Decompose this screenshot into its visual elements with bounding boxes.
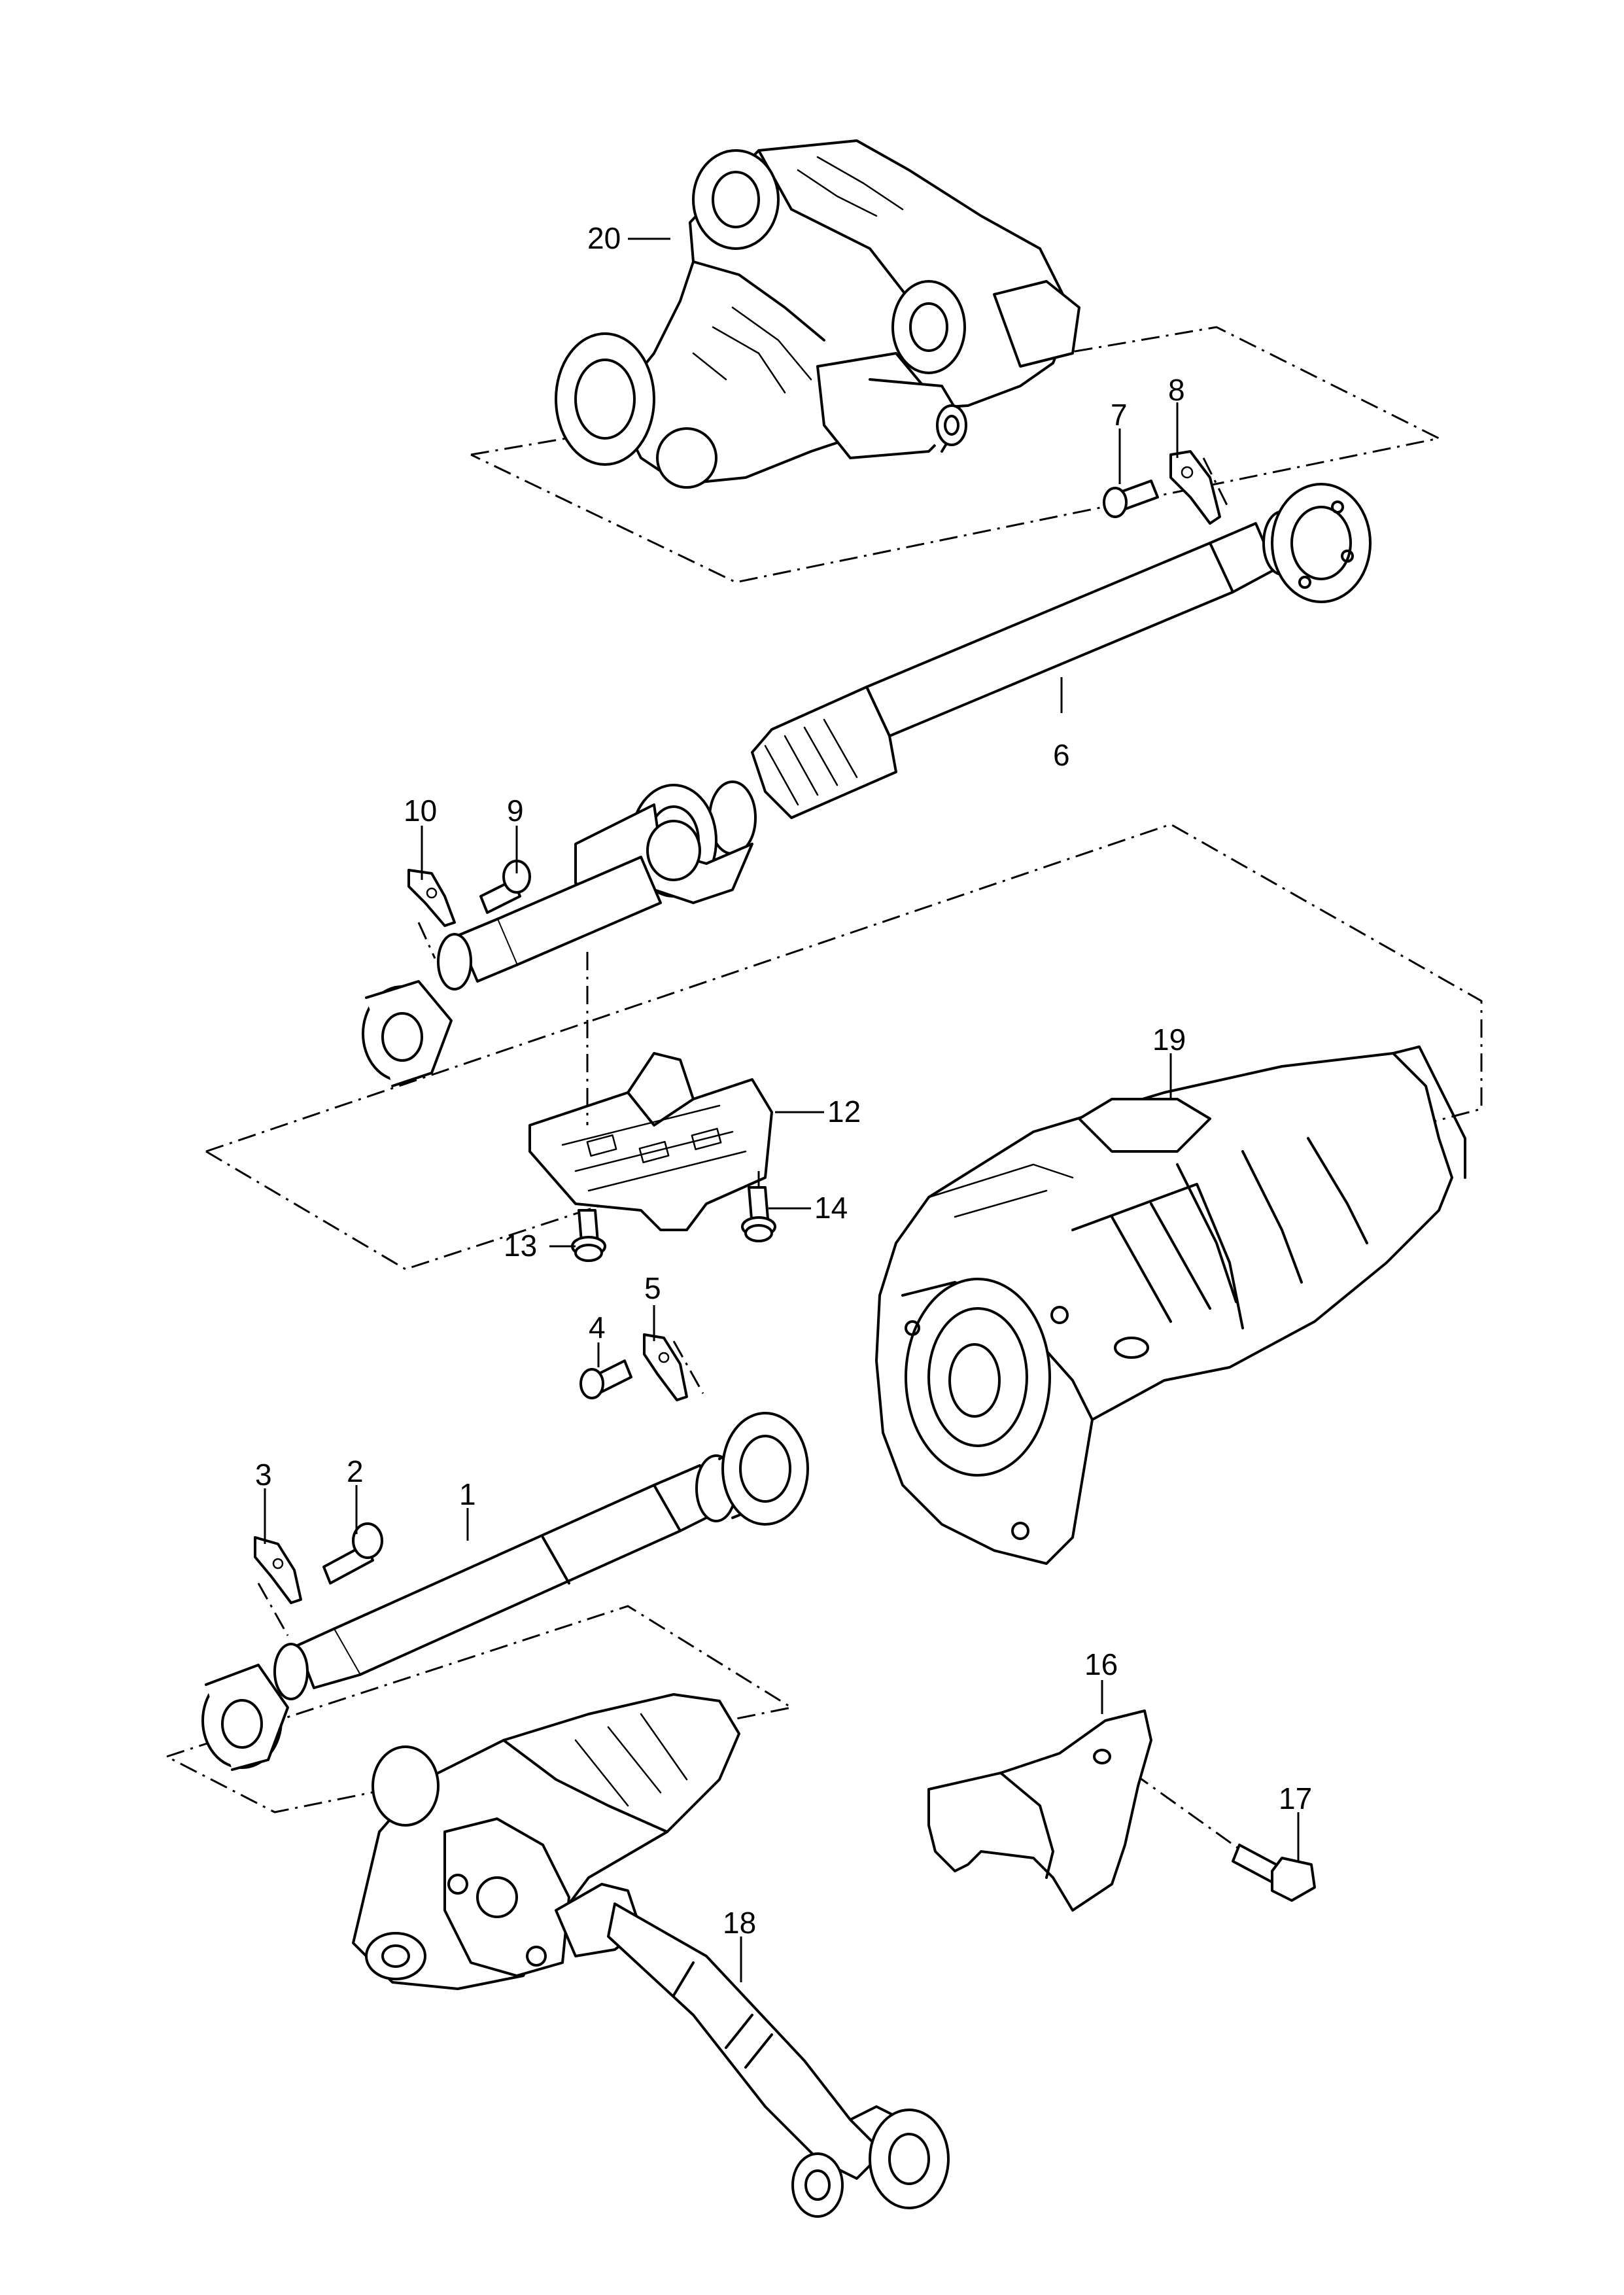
callout-10: 10 [404, 794, 437, 828]
callout-16: 16 [1084, 1647, 1118, 1681]
callout-3: 3 [255, 1458, 272, 1492]
callout-6: 6 [1053, 738, 1070, 772]
mounting-bracket[interactable] [528, 1052, 773, 1231]
assembly-guide-lines [257, 457, 1243, 1853]
callout-8: 8 [1168, 373, 1185, 407]
front-differential[interactable] [352, 1693, 950, 2218]
leader-lines [264, 237, 1300, 1982]
assembly-outline-rear-axle [470, 326, 1442, 584]
lock-plate-10[interactable] [407, 869, 456, 927]
callout-17: 17 [1279, 1781, 1312, 1815]
bolt-4[interactable] [579, 1359, 632, 1399]
lock-plate-3[interactable] [254, 1536, 302, 1604]
callout-1: 1 [459, 1477, 476, 1511]
callout-9: 9 [507, 794, 524, 828]
callouts: 20 6 7 8 9 10 12 13 14 4 5 2 3 1 19 16 1… [255, 221, 1312, 1940]
callout-20: 20 [587, 221, 621, 255]
bolt-9[interactable] [479, 860, 531, 914]
bolt-2[interactable] [322, 1522, 383, 1585]
callout-14: 14 [814, 1191, 848, 1225]
callout-4: 4 [589, 1310, 606, 1344]
callout-12: 12 [827, 1095, 861, 1129]
rear-differential[interactable] [555, 139, 1080, 489]
callout-5: 5 [644, 1271, 661, 1305]
rear-propshaft[interactable] [362, 483, 1372, 1087]
front-propshaft[interactable] [201, 1412, 809, 1771]
callout-19: 19 [1152, 1023, 1186, 1057]
bolt-13[interactable] [571, 1209, 606, 1262]
assembly-outline-front-axle [166, 1605, 795, 1813]
callout-18: 18 [723, 1906, 756, 1940]
heat-shield[interactable] [927, 1709, 1152, 1912]
lock-plate-5[interactable] [643, 1333, 688, 1401]
bolt-14[interactable] [741, 1186, 776, 1242]
callout-13: 13 [504, 1229, 537, 1263]
lock-plate-8[interactable] [1169, 450, 1221, 525]
callout-2: 2 [347, 1454, 364, 1488]
gearbox[interactable] [875, 1045, 1466, 1565]
bolt-17[interactable] [1232, 1844, 1316, 1902]
bolt-7[interactable] [1103, 480, 1159, 518]
callout-7: 7 [1111, 398, 1128, 432]
